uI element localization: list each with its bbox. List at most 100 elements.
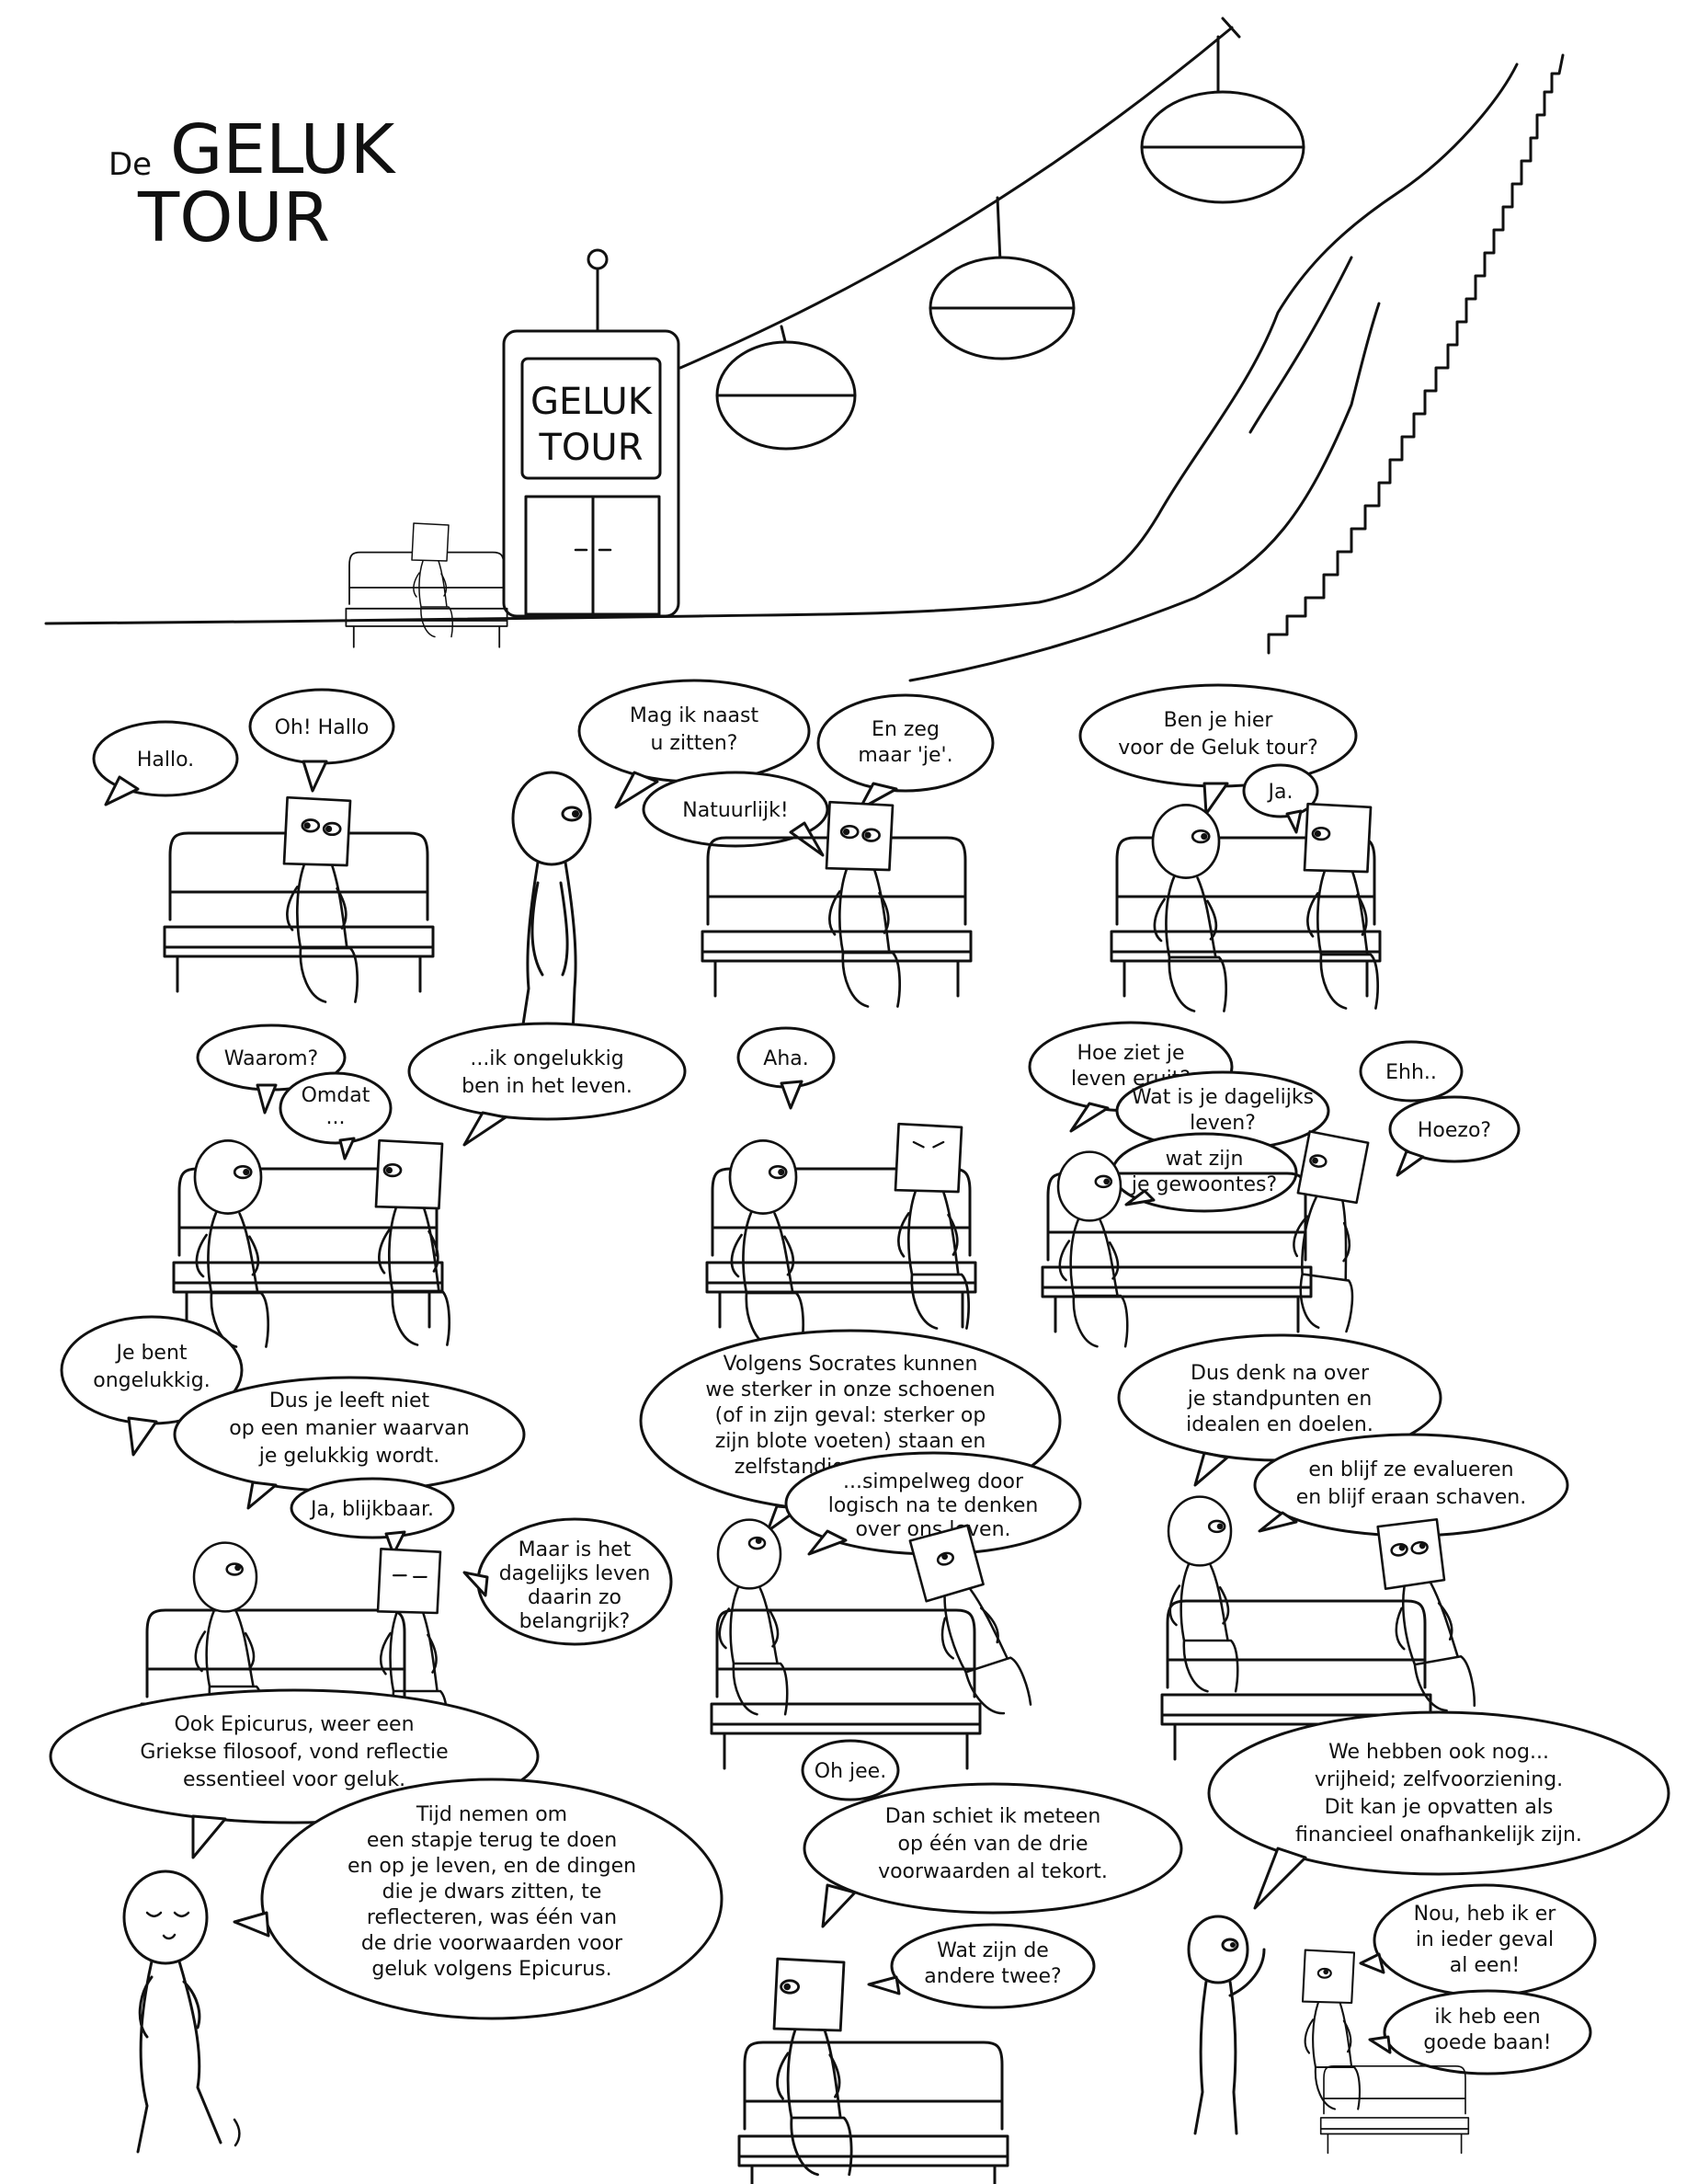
- character-round: [728, 1139, 804, 1348]
- panel-5: Aha.: [705, 1026, 977, 1348]
- panel-11: Oh jee. Dan schiet ik meteen op één van …: [737, 1739, 1183, 2184]
- p12-bubble-3-line1: ik heb een: [1434, 2006, 1540, 2029]
- character-square: [906, 1519, 1034, 1727]
- gondola-1: [715, 325, 857, 451]
- panel-10: Ook Epicurus, weer een Griekse filosoof,…: [49, 1688, 724, 2154]
- p10-bubble-2-line3: en op je leven, en de dingen: [348, 1855, 636, 1878]
- p7-bubble-4-line4: belangrijk?: [519, 1610, 631, 1633]
- p7-bubble-2-line3: je gelukkig wordt.: [258, 1445, 439, 1468]
- p12-bubble-2-line3: al een!: [1450, 1954, 1520, 1977]
- p10-bubble-1-line1: Ook Epicurus, weer een: [174, 1713, 414, 1736]
- p12-bubble-3-line2: goede baan!: [1423, 2031, 1551, 2054]
- p10-bubble-2-line5: reflecteren, was één van: [367, 1906, 617, 1929]
- panel-9: Dus denk na over je standpunten en ideal…: [1117, 1333, 1569, 1761]
- panel-2: Mag ik naast u zitten? En zeg maar 'je'.…: [511, 679, 995, 1059]
- p7-bubble-1-line1: Je bent: [114, 1342, 187, 1365]
- p6-bubble-3-line2: je gewoontes?: [1131, 1173, 1277, 1196]
- sign-line1: GELUK: [530, 381, 654, 423]
- character-square: [772, 1957, 853, 2177]
- p7-bubble-3: Ja, blijkbaar.: [309, 1498, 434, 1521]
- p7-bubble-4-line3: daarin zo: [528, 1586, 621, 1609]
- panel-7: Je bent ongelukkig. Dus je leeft niet op…: [60, 1315, 673, 1770]
- p9-bubble-2-line2: en blijf eraan schaven.: [1296, 1486, 1526, 1509]
- p12-bubble-2-line1: Nou, heb ik er: [1414, 1903, 1557, 1926]
- p9-bubble-1-line2: je standpunten en: [1187, 1388, 1373, 1411]
- p6-bubble-2-line2: leven?: [1190, 1112, 1256, 1135]
- character-square: [1301, 1949, 1361, 2110]
- sign-line2: TOUR: [539, 427, 644, 469]
- p6-bubble-3-line1: wat zijn: [1166, 1148, 1244, 1171]
- character-square: [825, 800, 901, 1008]
- p8-bubble-1-line4: zijn blote voeten) staan en: [715, 1430, 986, 1453]
- title-word1: GELUK: [170, 110, 397, 189]
- p6-bubble-5: Hoezo?: [1418, 1119, 1491, 1142]
- character-square: [894, 1122, 970, 1330]
- p11-bubble-1: Oh jee.: [815, 1760, 886, 1783]
- p1-bubble-2: Oh! Hallo: [275, 716, 370, 739]
- p2-bubble-3: Natuurlijk!: [682, 799, 788, 822]
- panel-4: Waarom? Omdat ... ...ik ongelukkig ben i…: [172, 1022, 687, 1348]
- p6-bubble-2-line1: Wat is je dagelijks: [1132, 1086, 1314, 1109]
- p11-bubble-2-line3: voorwaarden al tekort.: [878, 1860, 1108, 1883]
- character-round-standing: [1187, 1915, 1266, 2135]
- p10-bubble-2-line1: Tijd nemen om: [416, 1803, 567, 1826]
- p3-bubble-1-line1: Ben je hier: [1164, 709, 1274, 732]
- p7-bubble-4-line2: dagelijks leven: [499, 1562, 651, 1585]
- p6-bubble-4: Ehh..: [1385, 1061, 1437, 1084]
- p11-bubble-3-line1: Wat zijn de: [937, 1939, 1049, 1962]
- title-small: De: [108, 146, 152, 183]
- panel-6: Hoe ziet je leven eruit? Wat is je dagel…: [1028, 1021, 1521, 1348]
- gondola-3: [1140, 35, 1305, 204]
- title-word2: TOUR: [137, 178, 330, 257]
- p4-bubble-2-line2: ...: [326, 1106, 346, 1129]
- p10-bubble-2-line7: geluk volgens Epicurus.: [371, 1958, 611, 1981]
- p8-bubble-2-line2: logisch na te denken: [828, 1494, 1039, 1517]
- character-square: [282, 795, 359, 1003]
- p9-bubble-1-line1: Dus denk na over: [1191, 1362, 1370, 1385]
- character-square: [376, 1548, 449, 1744]
- panel-1: Hallo. Oh! Hallo: [92, 688, 435, 1003]
- p4-bubble-3-line2: ben in het leven.: [462, 1075, 632, 1098]
- p8-bubble-2-line1: ...simpelweg door: [843, 1470, 1024, 1493]
- p9-bubble-1-line3: idealen en doelen.: [1186, 1413, 1373, 1436]
- p4-bubble-3-line1: ...ik ongelukkig: [470, 1047, 623, 1070]
- p4-bubble-2-line1: Omdat: [302, 1084, 370, 1107]
- character-round: [716, 1518, 789, 1716]
- title: De GELUK TOUR: [108, 110, 397, 257]
- p4-bubble-1: Waarom?: [224, 1047, 318, 1070]
- p7-bubble-2-line1: Dus je leeft niet: [269, 1389, 430, 1412]
- character-round: [1056, 1150, 1129, 1348]
- p12-bubble-1-line3: Dit kan je opvatten als: [1325, 1796, 1554, 1819]
- p2-bubble-1-line2: u zitten?: [650, 732, 737, 755]
- p12-bubble-1-line4: financieel onafhankelijk zijn.: [1295, 1824, 1582, 1847]
- p3-bubble-2: Ja.: [1267, 781, 1293, 804]
- p8-bubble-1-line2: we sterker in onze schoenen: [705, 1378, 995, 1401]
- p11-bubble-2-line2: op één van de drie: [897, 1833, 1088, 1856]
- character-round: [1151, 804, 1227, 1012]
- character-square: [1373, 1514, 1478, 1719]
- p10-bubble-2-line2: een stapje terug te doen: [367, 1829, 617, 1852]
- p7-bubble-4-line1: Maar is het: [519, 1538, 632, 1561]
- p3-bubble-1-line2: voor de Geluk tour?: [1118, 737, 1318, 760]
- p6-bubble-1-line1: Hoe ziet je: [1077, 1042, 1185, 1065]
- p5-bubble-1: Aha.: [763, 1047, 808, 1070]
- p2-bubble-1-line1: Mag ik naast: [630, 704, 759, 727]
- panel-8: Volgens Socrates kunnen we sterker in on…: [639, 1329, 1082, 1770]
- p7-bubble-2-line2: op een manier waarvan: [229, 1417, 469, 1440]
- p12-bubble-2-line2: in ieder geval: [1416, 1928, 1554, 1951]
- p7-bubble-1-line2: ongelukkig.: [93, 1369, 211, 1392]
- top-scene: GELUK TOUR: [44, 17, 1565, 682]
- panel-3: Ben je hier voor de Geluk tour? Ja.: [1078, 683, 1382, 1012]
- p10-bubble-2-line6: de drie voorwaarden voor: [361, 1932, 623, 1955]
- p10-bubble-1-line2: Griekse filosoof, vond reflectie: [140, 1741, 448, 1764]
- p8-bubble-1-line3: (of in zijn geval: sterker op: [715, 1404, 986, 1427]
- p12-bubble-1-line2: vrijheid; zelfvoorziening.: [1315, 1768, 1563, 1791]
- p2-bubble-2-line2: maar 'je'.: [858, 744, 952, 767]
- character-round-walking: [122, 1870, 241, 2154]
- character-round: [1167, 1495, 1239, 1693]
- p2-bubble-2-line1: En zeg: [872, 718, 940, 741]
- character-round: [193, 1139, 269, 1348]
- p8-bubble-1-line1: Volgens Socrates kunnen: [724, 1353, 978, 1376]
- character-square: [374, 1138, 450, 1346]
